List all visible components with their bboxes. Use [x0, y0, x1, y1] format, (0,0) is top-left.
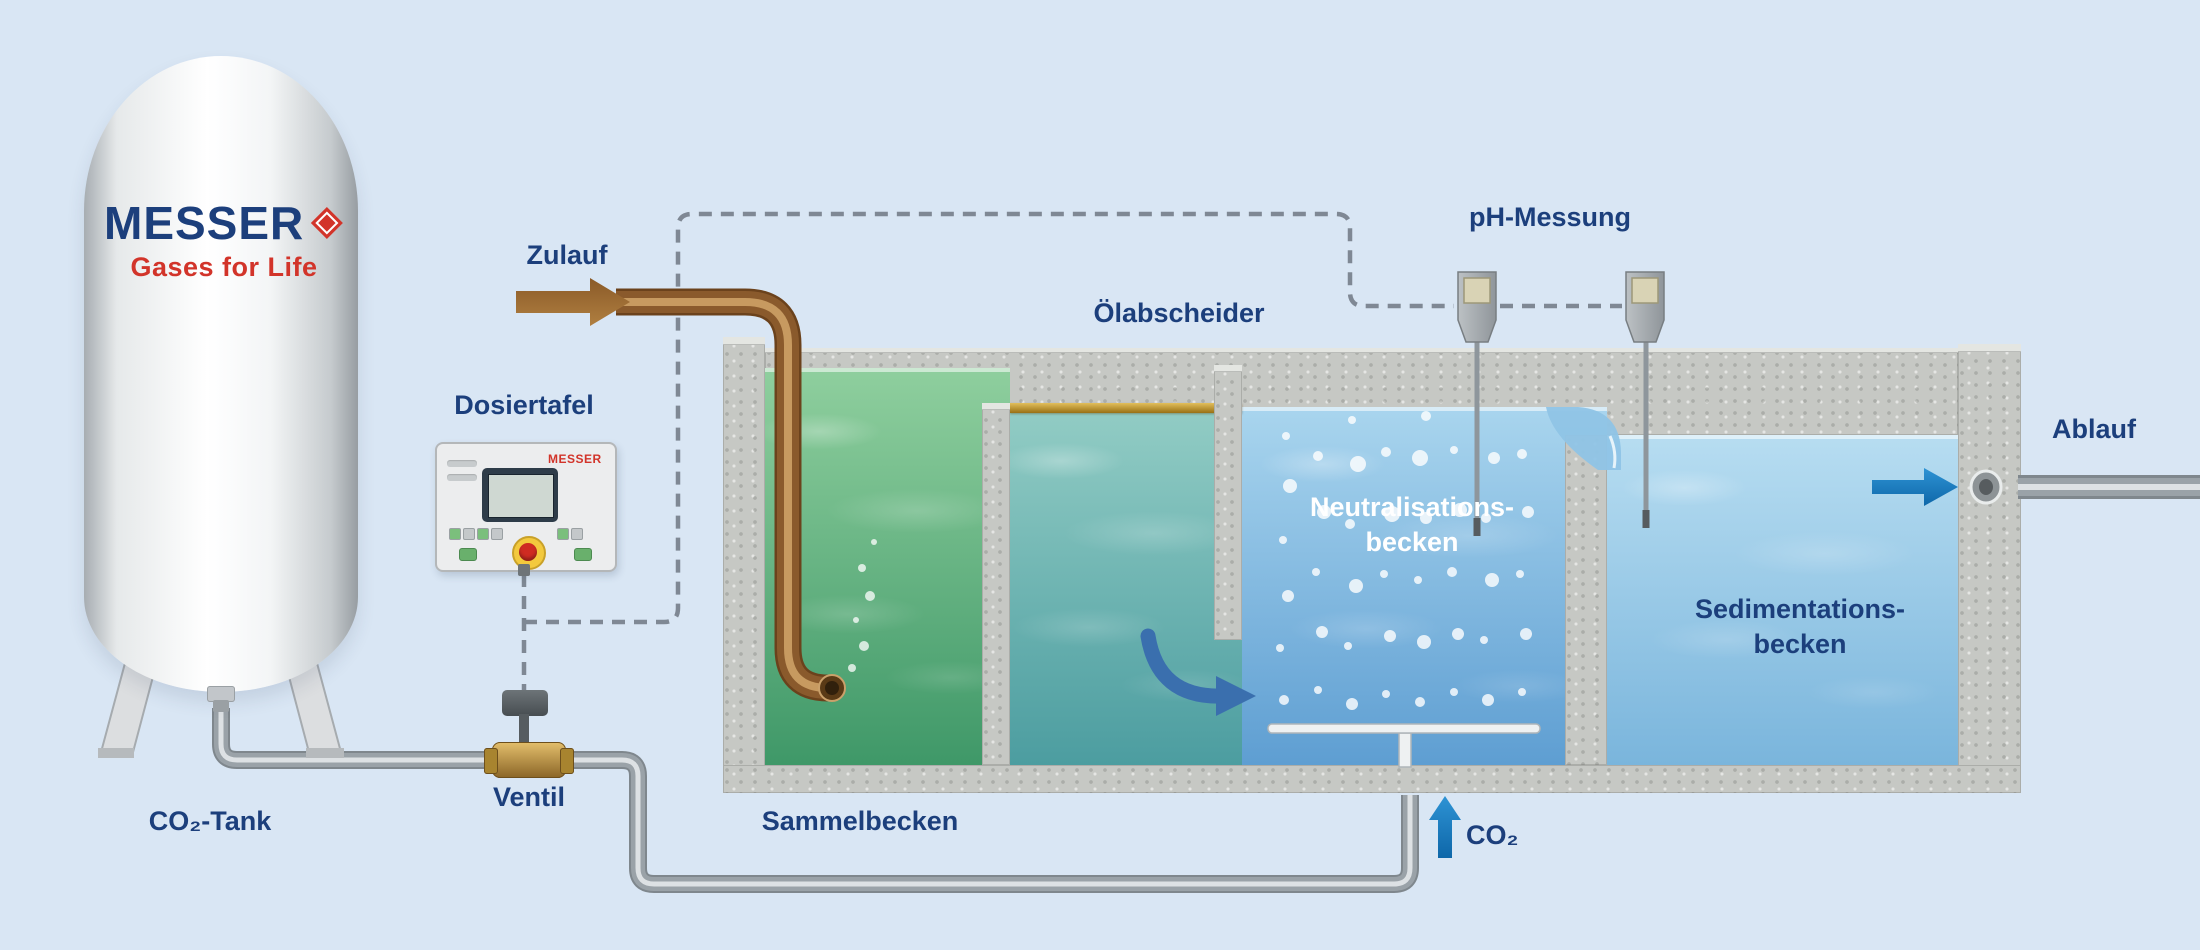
panel-button-left — [459, 548, 477, 561]
separator-wall-cap — [982, 403, 1010, 410]
baffle-wall-cap — [1214, 365, 1242, 372]
panel-indicator-2 — [463, 528, 475, 540]
valve-label: Ventil — [492, 782, 566, 812]
tank-left-wall — [723, 337, 765, 793]
valve-body — [492, 742, 566, 778]
oil-layer — [1010, 403, 1242, 413]
panel-cable-gland — [518, 564, 530, 576]
panel-label: Dosiertafel — [454, 390, 594, 420]
right-wall-cap — [1958, 344, 2021, 352]
panel-indicator-5 — [557, 528, 569, 540]
valve-stem — [519, 714, 529, 746]
tank-outlet-fitting — [207, 686, 235, 702]
sedimentation-basin-water — [1607, 435, 1958, 765]
inflow-label: Zulauf — [526, 240, 608, 270]
panel-indicator-6 — [571, 528, 583, 540]
panel-indicator-1 — [449, 528, 461, 540]
valve-actuator — [502, 690, 548, 716]
oil-separator-label: Ölabscheider — [1093, 298, 1265, 328]
inflow-arrow — [516, 278, 630, 326]
panel-indicator-4 — [491, 528, 503, 540]
co2-tank — [84, 56, 358, 692]
tank-back-wall-cap — [765, 348, 1958, 353]
panel-display-screen — [488, 474, 554, 518]
tank-right-wall — [1958, 344, 2021, 793]
ph-measurement-label: pH-Messung — [1469, 202, 1631, 232]
valve-nut-left — [484, 748, 498, 774]
co2-up-arrow — [1429, 796, 1461, 858]
collection-basin-water — [765, 368, 1010, 765]
separator-wall-collection-oil — [982, 403, 1010, 765]
messer-emblem-icon — [311, 206, 344, 240]
messer-brand: MESSER — [104, 197, 305, 249]
tank-bottom-slab — [723, 765, 2021, 793]
panel-button-right — [574, 548, 592, 561]
co2-label: CO₂ — [1466, 820, 1519, 850]
panel-indicator-3 — [477, 528, 489, 540]
separator-wall-neutralization-sedimentation — [1565, 435, 1607, 765]
panel-vent-top — [447, 460, 477, 467]
messer-logo: MESSER Gases for Life — [104, 196, 344, 283]
oil-separator-water — [1010, 403, 1242, 765]
emergency-stop-button — [519, 543, 537, 561]
panel-vent-bottom — [447, 474, 477, 481]
left-wall-cap — [723, 337, 765, 345]
oil-baffle-wall — [1214, 365, 1242, 640]
sedimentation-basin-label: Sedimentations- becken — [1694, 594, 1906, 659]
valve-nut-right — [560, 748, 574, 774]
collection-basin-label: Sammelbecken — [761, 806, 959, 836]
neutralization-basin-water — [1242, 407, 1607, 765]
tank-outlet-valve-stub — [213, 700, 229, 712]
neutralization-basin-label: Neutralisations- becken — [1309, 492, 1515, 557]
co2-tank-label: CO₂-Tank — [148, 806, 272, 836]
outflow-label: Ablauf — [2052, 414, 2136, 444]
panel-logo: MESSER — [548, 452, 602, 466]
messer-tagline: Gases for Life — [130, 252, 318, 282]
